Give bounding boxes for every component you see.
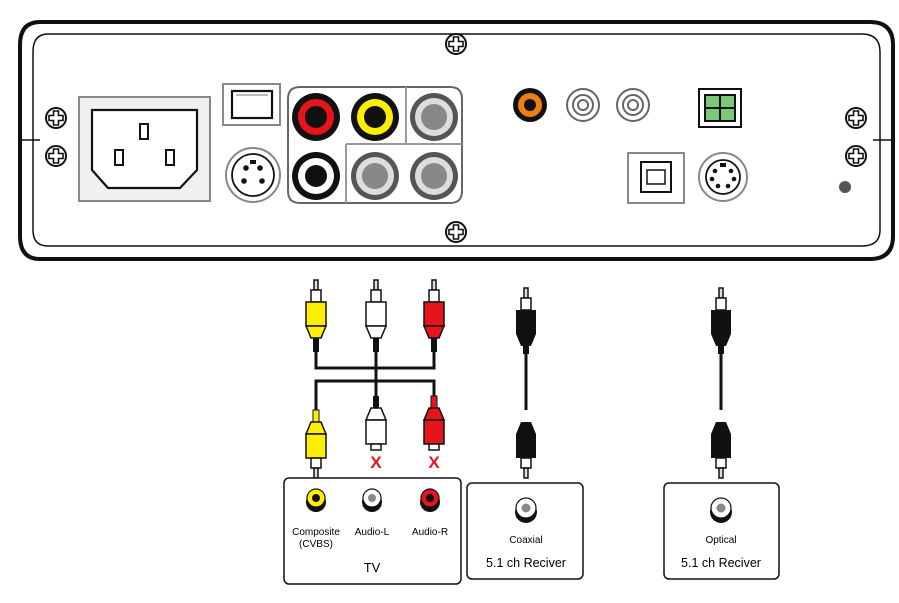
video-out-port-icon (292, 93, 340, 141)
coaxial-receiver-title: 5.1 ch Reciver (486, 556, 566, 570)
white-plug-icon (366, 396, 386, 450)
unused-mark: X (370, 453, 382, 472)
white-port-icon (292, 152, 340, 200)
composite-jack-icon (306, 489, 326, 512)
yellow-port-icon (351, 93, 399, 141)
grey-port-icon (351, 152, 399, 200)
screw-icon (846, 146, 866, 166)
screw-icon (846, 108, 866, 128)
audio-r-label: Audio-R (412, 527, 448, 538)
svideo-port-icon (226, 148, 280, 202)
usb-port-icon (628, 153, 684, 203)
screw-icon (46, 108, 66, 128)
grey-port-icon (410, 93, 458, 141)
coaxial-label: Coaxial (509, 535, 542, 546)
red-plug-icon (424, 280, 444, 352)
yellow-plug-icon (306, 280, 326, 352)
optical-port-icon (699, 89, 741, 127)
grey-jack-icon (617, 89, 649, 121)
coaxial-cable (516, 288, 536, 478)
optical-label: Optical (705, 535, 736, 546)
tv-box: Composite (CVBS) Audio-L Audio-R TV (284, 478, 461, 584)
rca-port-cluster (288, 87, 462, 203)
av-cable-set: X X (306, 280, 444, 478)
optical-receiver-title: 5.1 ch Reciver (681, 556, 761, 570)
grey-jack-icon (567, 89, 599, 121)
unused-mark: X (428, 453, 440, 472)
power-inlet-icon (79, 97, 210, 201)
audio-r-jack-icon (420, 489, 440, 512)
audio-l-jack-icon (362, 489, 382, 512)
screw-icon (446, 222, 466, 242)
coaxial-port-icon (513, 88, 547, 122)
optical-receiver-box: Optical 5.1 ch Reciver (664, 483, 779, 579)
screw-icon (46, 146, 66, 166)
power-switch-icon (223, 84, 280, 125)
device-rear-panel (20, 22, 893, 259)
coaxial-receiver-box: Coaxial 5.1 ch Reciver (467, 483, 583, 579)
tv-title: TV (364, 560, 381, 575)
mini-din-port-icon (699, 153, 747, 201)
audio-l-label: Audio-L (355, 527, 390, 538)
yellow-plug-icon (306, 410, 326, 478)
optical-cable (711, 288, 731, 478)
screw-icon (446, 34, 466, 54)
red-plug-icon (424, 396, 444, 450)
optical-jack-icon (710, 498, 732, 523)
grey-port-icon (410, 152, 458, 200)
coaxial-jack-icon (515, 498, 537, 523)
indicator-led-icon (839, 181, 851, 193)
cvbs-label: (CVBS) (299, 539, 333, 550)
white-plug-icon (366, 280, 386, 352)
composite-label: Composite (292, 527, 340, 538)
